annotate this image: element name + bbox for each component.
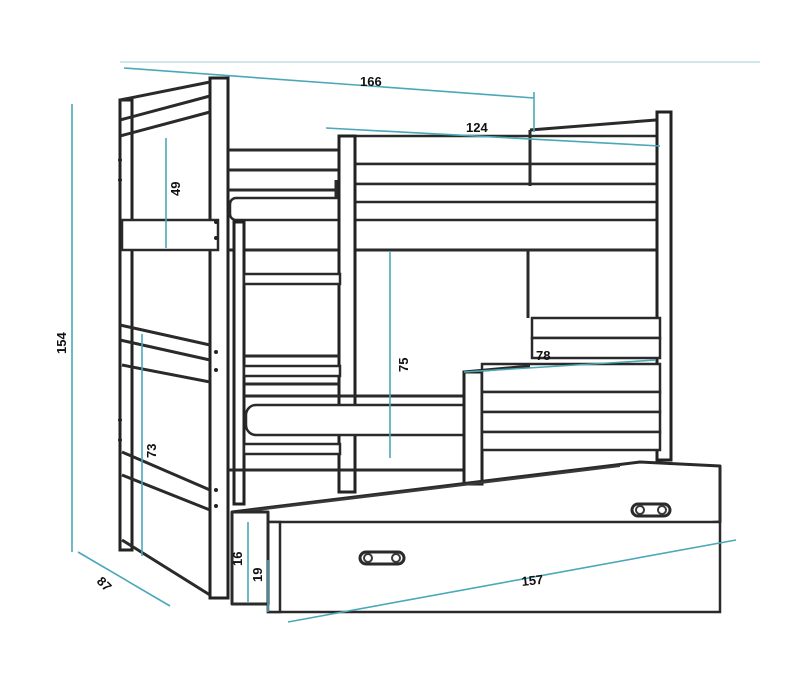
label-lower-side-height: 73	[144, 444, 159, 458]
ladder	[232, 134, 357, 506]
drawer-handle-left	[358, 550, 406, 566]
label-drawer-height-outer: 19	[250, 568, 265, 582]
label-total-length: 166	[360, 74, 382, 89]
label-total-height: 154	[54, 332, 69, 354]
dim-line-total-length	[123, 67, 535, 99]
dim-line-lower-rail	[463, 359, 657, 373]
label-lower-rail-length: 78	[536, 348, 550, 363]
dim-line-depth	[77, 551, 171, 607]
lower-bunk	[228, 354, 662, 486]
label-drawer-height-inner: 16	[230, 552, 245, 566]
label-guard-rail-length: 124	[466, 120, 488, 135]
label-lower-clearance: 75	[396, 358, 411, 372]
label-headboard-height: 49	[168, 182, 183, 196]
label-depth: 87	[94, 574, 115, 595]
drawer	[230, 460, 722, 614]
label-drawer-length: 157	[521, 572, 544, 589]
left-end-panel	[118, 76, 230, 600]
dim-line-guard-rail	[325, 127, 661, 147]
dim-line-drawer-length	[287, 539, 737, 623]
upper-bunk	[228, 118, 664, 252]
drawer-handle-right	[630, 502, 672, 518]
bed-frame	[118, 76, 722, 614]
dimension-lines	[71, 61, 760, 623]
dimension-labels: 166 124 49 154 75 78 73 87 16 19 157	[54, 74, 550, 594]
